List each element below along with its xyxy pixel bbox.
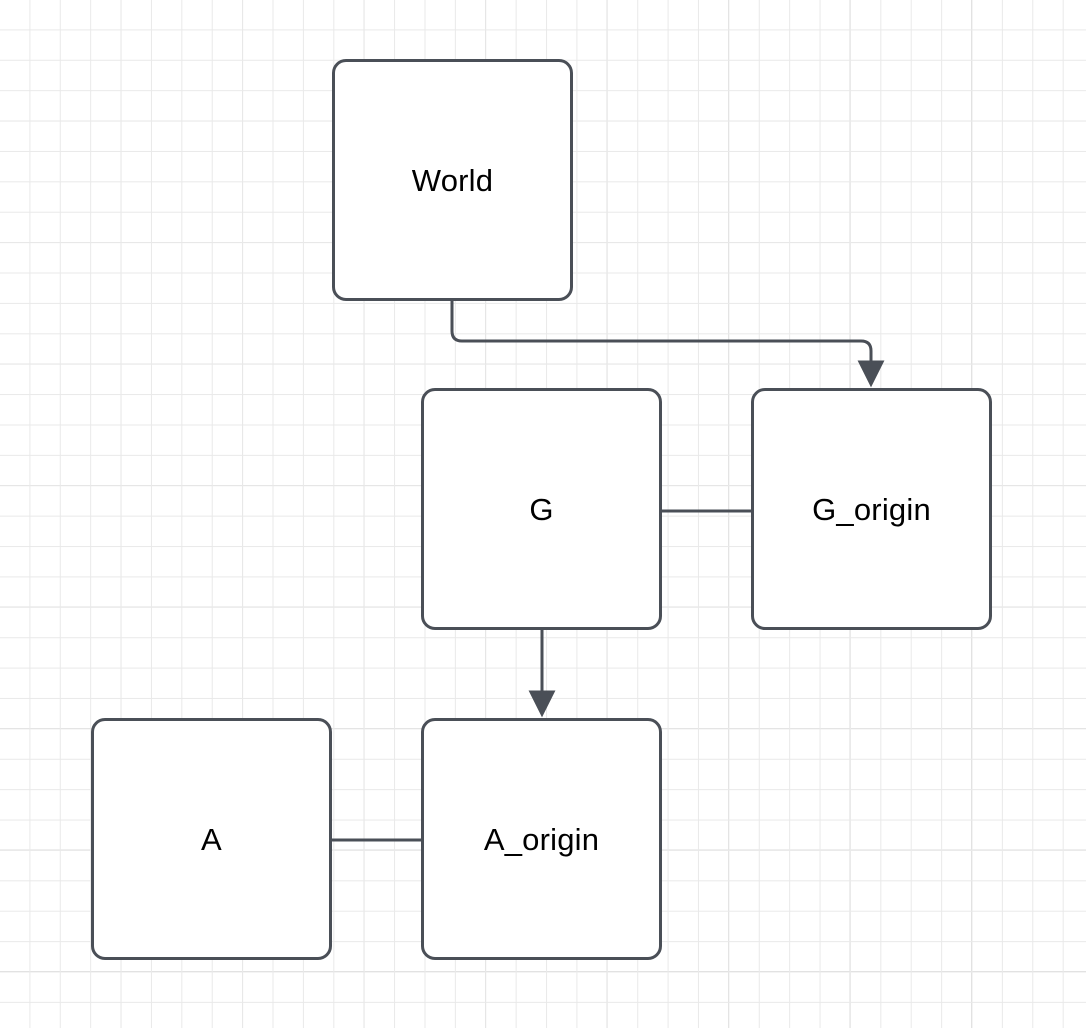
node-g-label: G [529,491,554,527]
node-a-origin[interactable]: A_origin [421,718,662,960]
edge-world-to-g_origin [450,301,885,388]
node-a-origin-label: A_origin [483,821,600,857]
node-g-origin[interactable]: G_origin [751,388,992,630]
node-a[interactable]: A [91,718,332,960]
node-a-label: A [201,821,222,857]
node-g[interactable]: G [421,388,662,630]
node-world[interactable]: World [332,59,573,301]
node-g-origin-label: G_origin [812,491,931,527]
node-world-label: World [411,162,494,198]
